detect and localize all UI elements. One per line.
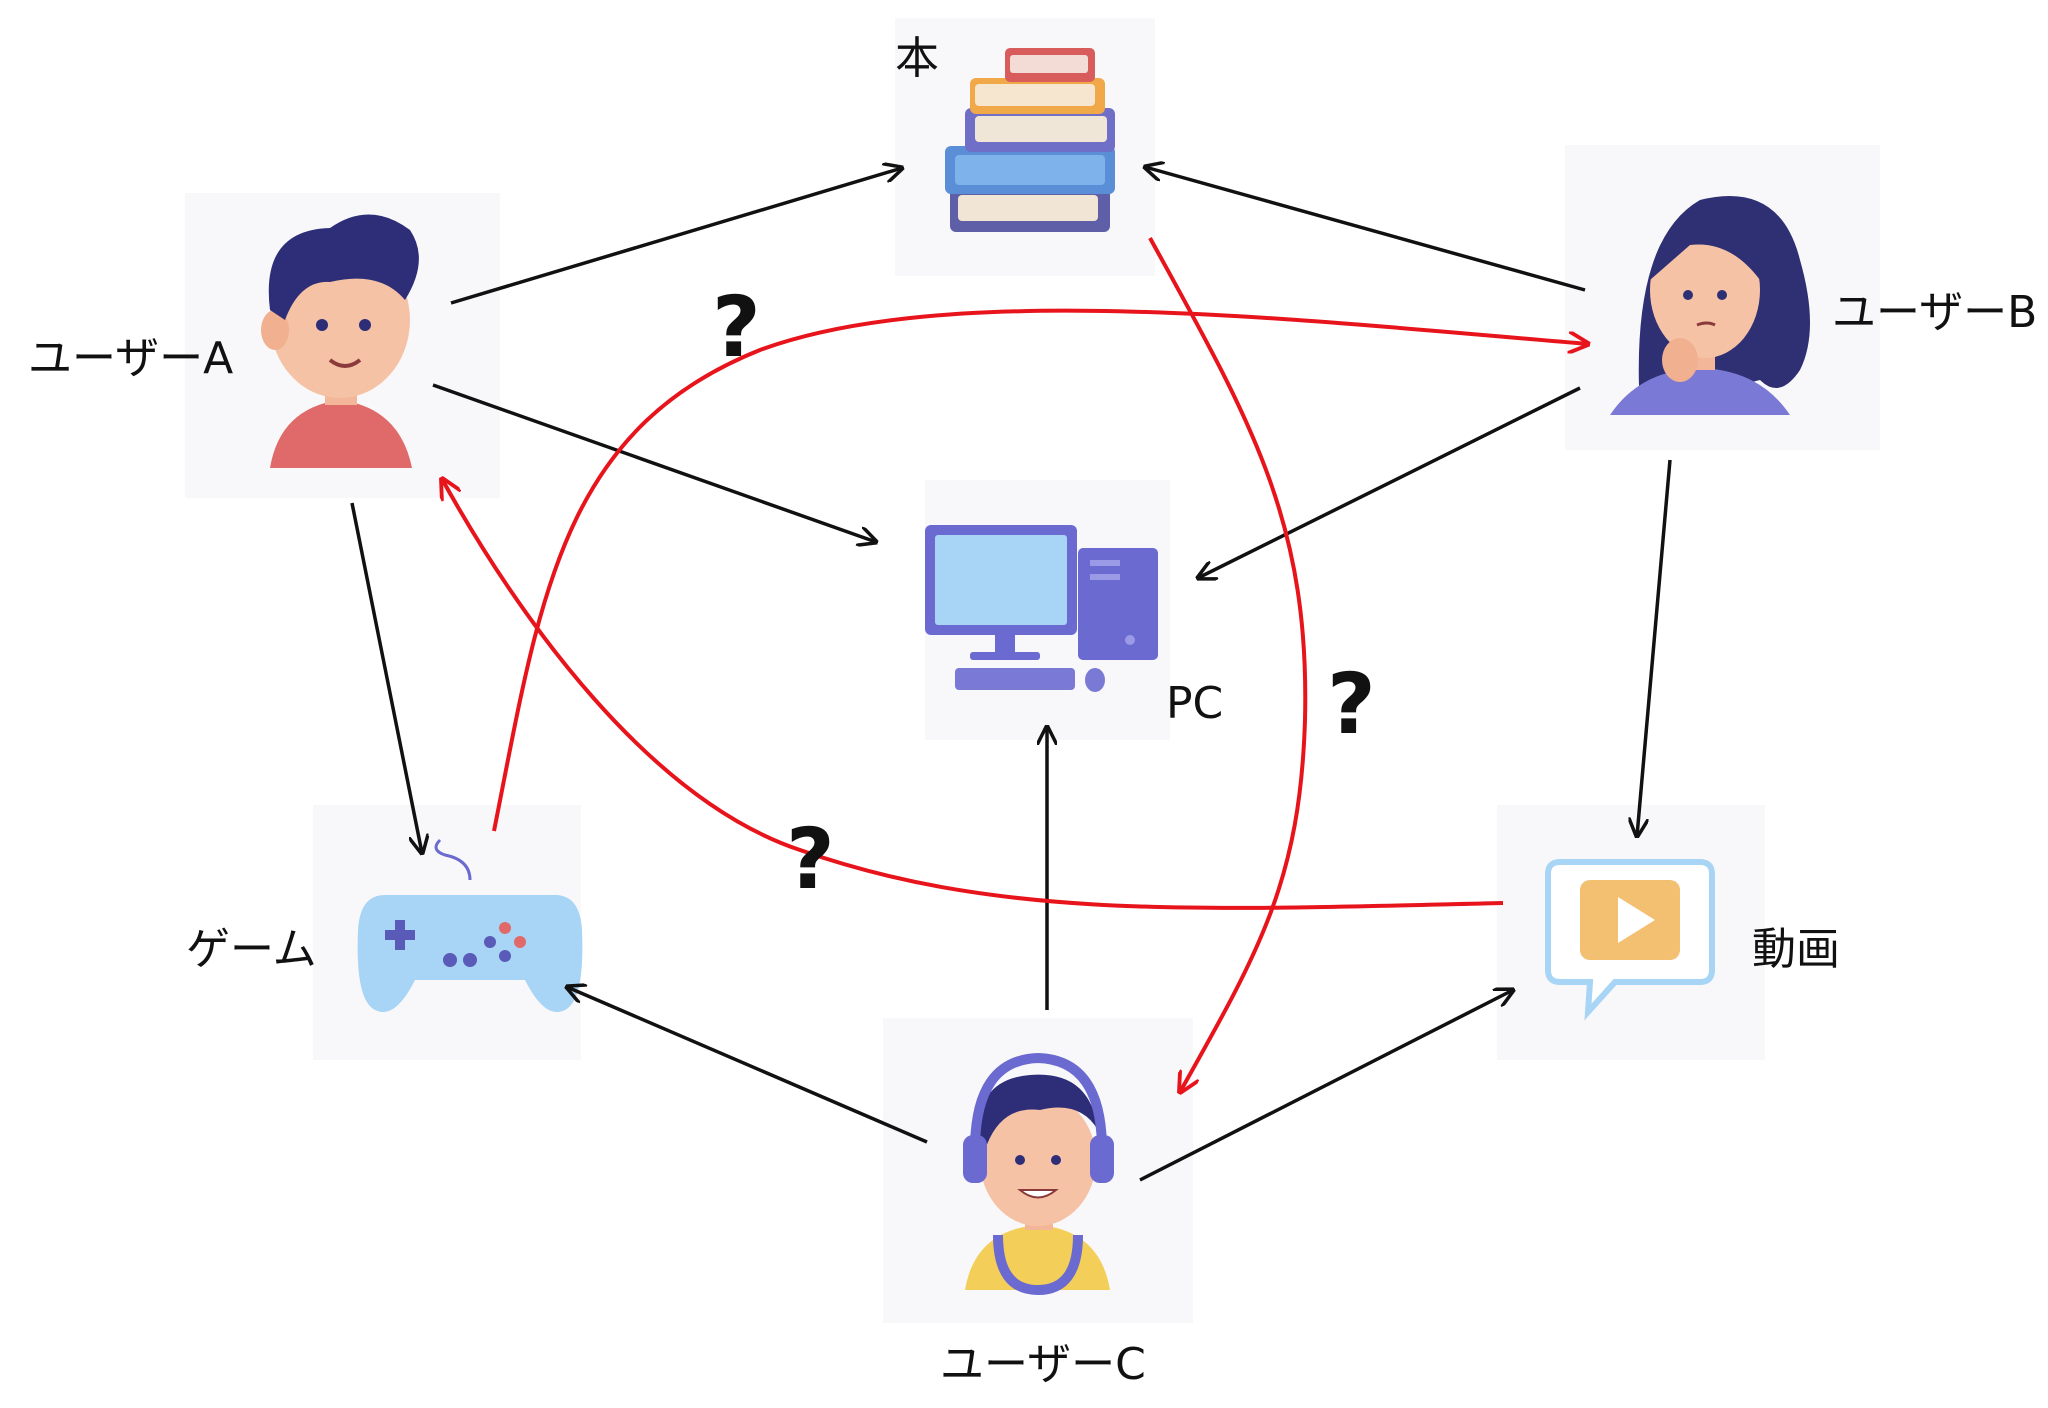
pc-label: PC <box>1166 678 1224 729</box>
edge-user-a-game <box>350 502 422 853</box>
edge-user-c-game <box>567 987 928 1144</box>
known-edges <box>350 167 1672 1182</box>
video-play-icon <box>1545 859 1715 1021</box>
user-c-label: ユーザーC <box>940 1339 1146 1390</box>
edge-game-user-b <box>492 308 1588 832</box>
recommended-edges <box>442 237 1588 1092</box>
book-label: 本 <box>895 33 939 84</box>
edge-user-b-pc <box>1198 386 1581 578</box>
user-a-label: ユーザーA <box>28 333 234 384</box>
user-b-label: ユーザーB <box>1832 287 2038 338</box>
edge-user-b-book <box>1145 167 1586 292</box>
game-controller-icon <box>357 838 583 1012</box>
edge-book-user-c <box>1148 237 1308 1092</box>
edge-user-c-video <box>1139 990 1513 1182</box>
user-c-avatar <box>963 1052 1114 1296</box>
question-mark-video-user-a: ? <box>786 810 835 908</box>
user-b-avatar <box>1610 196 1810 415</box>
edge-user-b-video <box>1637 459 1672 836</box>
question-mark-game-user-b: ? <box>712 278 761 376</box>
pc-icon <box>925 525 1158 692</box>
edge-video-user-a <box>442 479 1504 910</box>
edge-user-a-pc <box>432 383 876 542</box>
edge-user-a-book <box>450 168 902 305</box>
books-icon <box>945 48 1115 232</box>
question-mark-book-user-c: ? <box>1327 655 1376 753</box>
game-label: ゲーム <box>186 924 317 975</box>
video-label: 動画 <box>1752 924 1840 975</box>
user-a-avatar <box>261 214 419 468</box>
